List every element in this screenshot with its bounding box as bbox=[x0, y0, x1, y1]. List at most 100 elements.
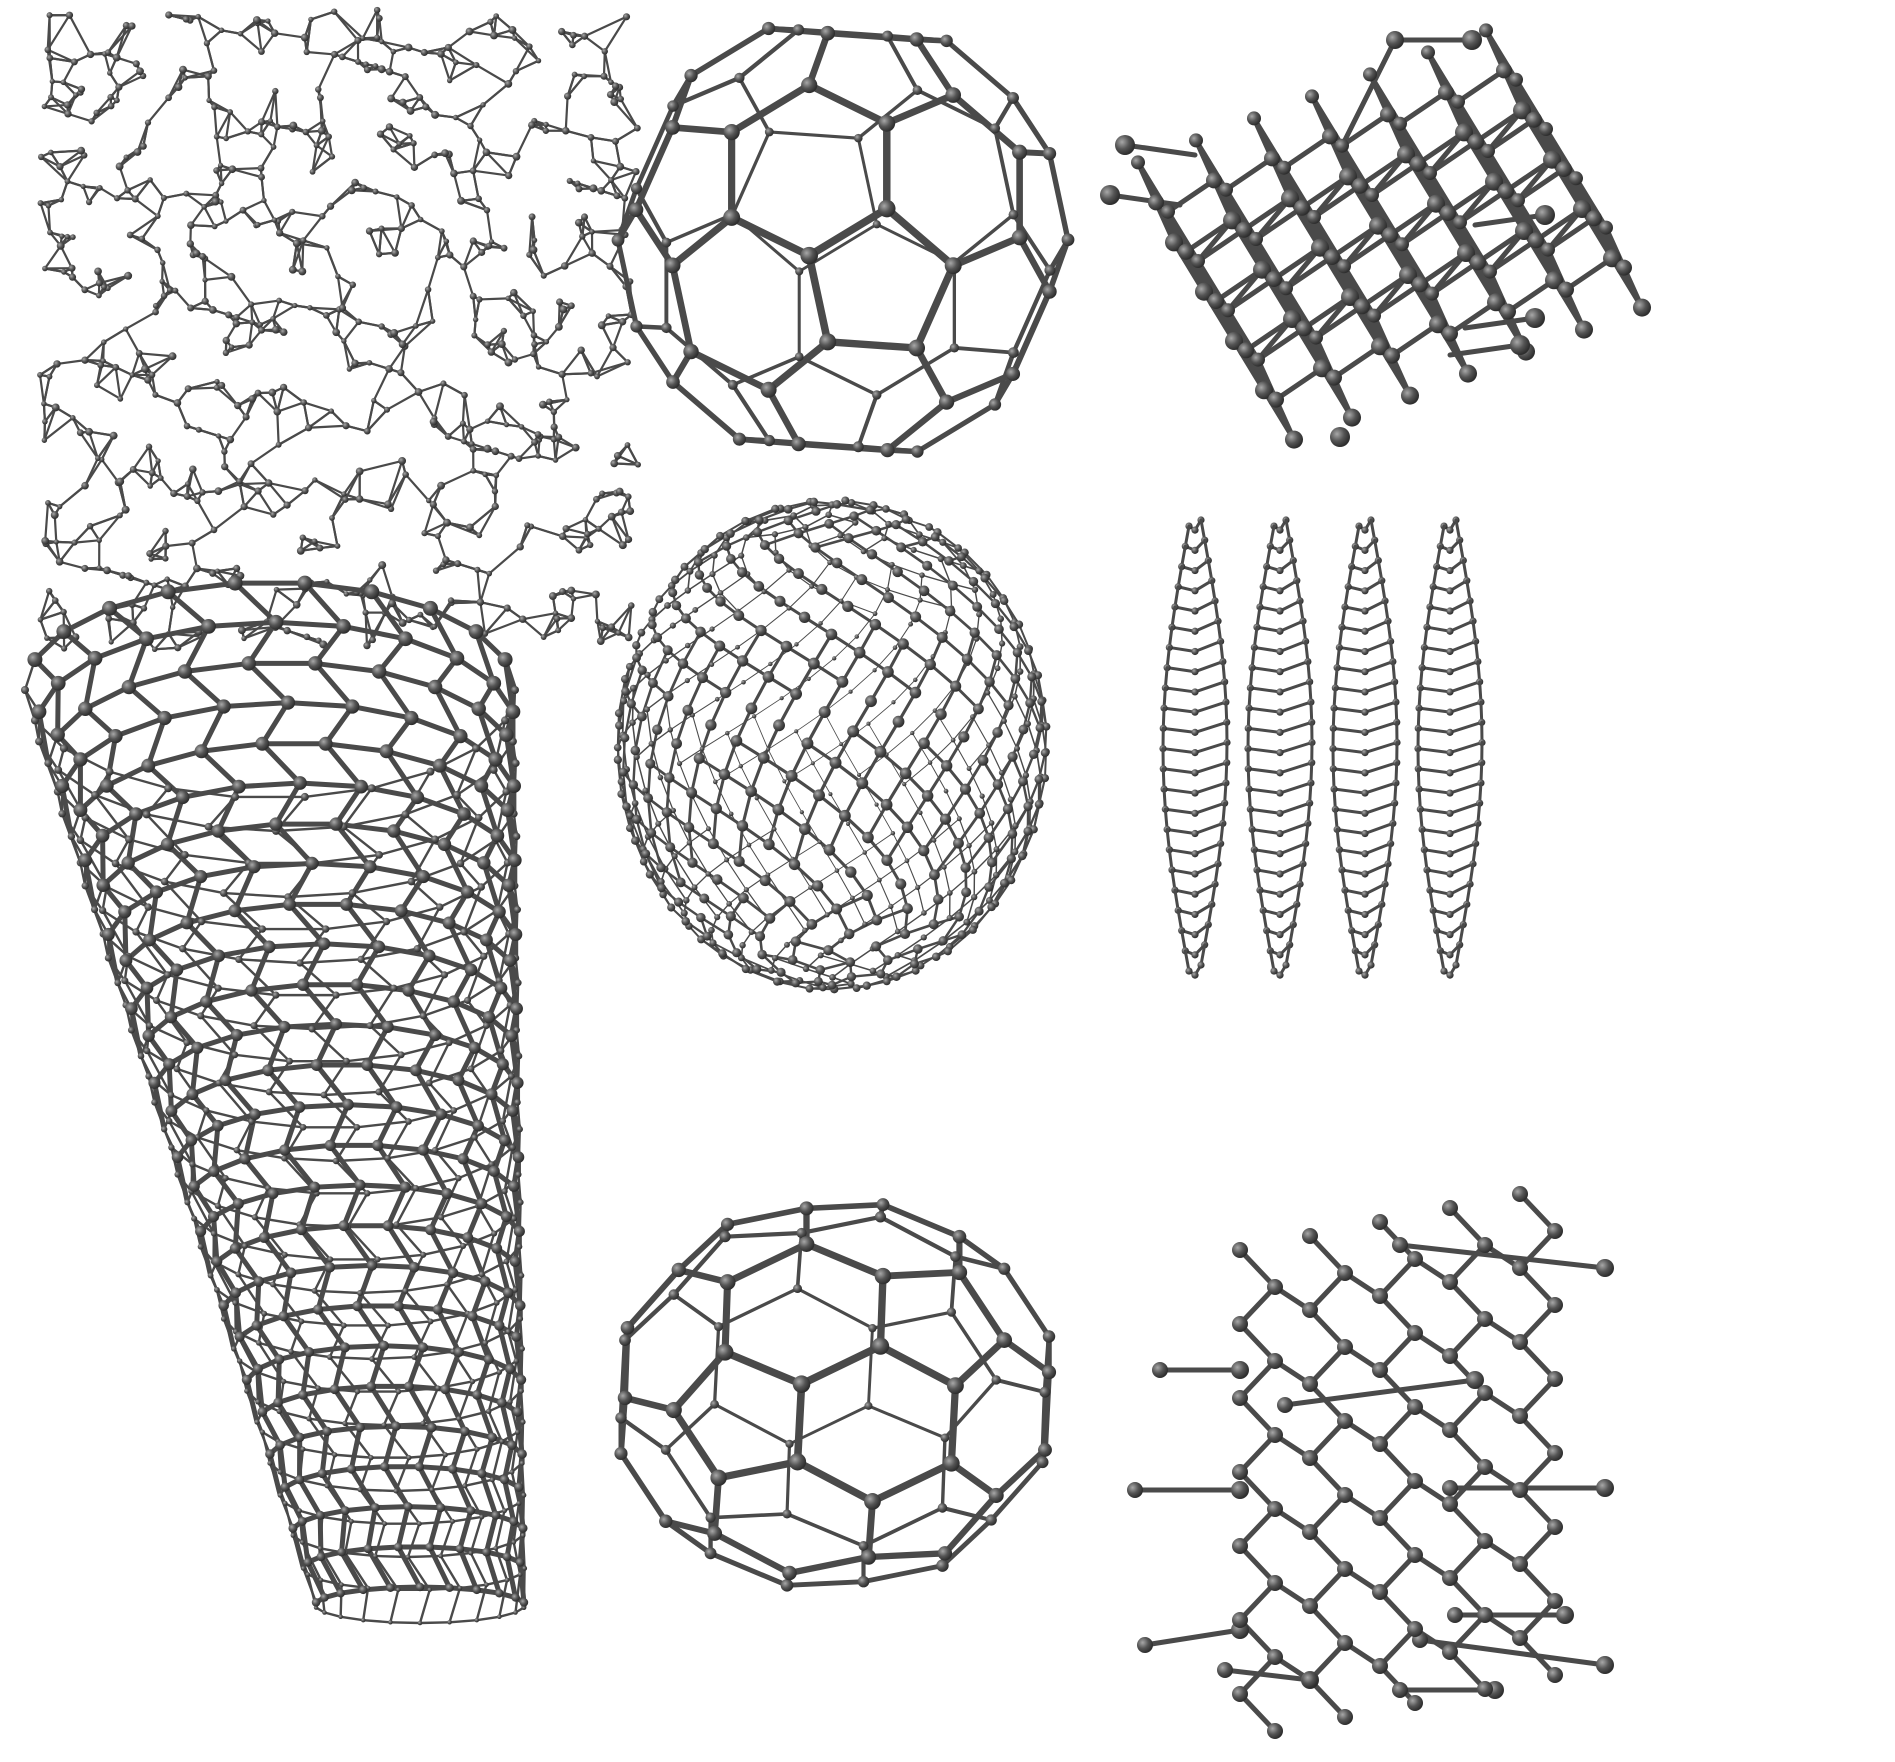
atom bbox=[564, 397, 570, 403]
bond bbox=[687, 573, 714, 592]
atom bbox=[931, 952, 941, 962]
bond bbox=[1278, 639, 1308, 653]
bond bbox=[1193, 821, 1225, 836]
atom bbox=[587, 370, 595, 377]
atom bbox=[240, 503, 248, 511]
atom bbox=[41, 437, 48, 443]
bond bbox=[774, 526, 807, 536]
atom bbox=[97, 185, 103, 191]
atom bbox=[723, 124, 740, 141]
atom bbox=[199, 489, 206, 496]
atom bbox=[671, 853, 678, 860]
bond bbox=[756, 797, 775, 830]
atom bbox=[915, 531, 923, 539]
atom bbox=[959, 562, 967, 570]
atom bbox=[1367, 961, 1375, 969]
atom bbox=[49, 78, 55, 85]
atom bbox=[308, 16, 314, 23]
atom bbox=[387, 94, 395, 103]
bond bbox=[630, 669, 644, 705]
atom bbox=[716, 531, 725, 540]
atom bbox=[801, 76, 818, 94]
atom bbox=[1276, 769, 1284, 777]
atom bbox=[920, 934, 927, 941]
atom bbox=[620, 675, 630, 684]
atom bbox=[302, 128, 310, 136]
atom bbox=[50, 511, 59, 520]
bond bbox=[903, 783, 921, 814]
bond bbox=[1363, 680, 1397, 694]
bond bbox=[634, 839, 651, 876]
atom bbox=[921, 910, 927, 916]
atom bbox=[223, 135, 230, 142]
atom bbox=[715, 596, 726, 607]
atom bbox=[1539, 122, 1553, 136]
atom bbox=[398, 340, 407, 349]
bond bbox=[833, 636, 858, 659]
bond bbox=[197, 15, 208, 45]
atom bbox=[1510, 335, 1530, 355]
atom bbox=[147, 483, 153, 489]
atom bbox=[360, 184, 367, 192]
bond bbox=[810, 887, 828, 916]
atom bbox=[987, 902, 996, 912]
bond bbox=[185, 192, 206, 208]
atom bbox=[484, 341, 491, 349]
atom bbox=[795, 267, 804, 276]
bond bbox=[646, 694, 667, 711]
atom bbox=[218, 27, 225, 34]
atom bbox=[526, 251, 533, 258]
atom bbox=[686, 840, 693, 846]
atom bbox=[780, 640, 793, 653]
bond bbox=[570, 589, 597, 596]
atom bbox=[845, 866, 857, 878]
atom bbox=[1487, 293, 1505, 312]
bond bbox=[687, 628, 713, 647]
bond bbox=[804, 513, 830, 528]
atom bbox=[469, 237, 477, 245]
atom bbox=[712, 779, 718, 785]
atom bbox=[372, 63, 379, 69]
atom bbox=[1528, 232, 1544, 249]
bond bbox=[812, 743, 842, 764]
bond bbox=[892, 832, 908, 862]
atom bbox=[46, 12, 53, 19]
atom bbox=[434, 533, 441, 540]
atom bbox=[1191, 647, 1199, 656]
atom bbox=[894, 952, 901, 959]
bond bbox=[207, 75, 211, 102]
bond bbox=[436, 230, 443, 259]
atom bbox=[668, 588, 678, 598]
bond bbox=[1363, 660, 1395, 674]
atom bbox=[726, 529, 735, 538]
atom bbox=[892, 972, 901, 981]
bond bbox=[949, 870, 976, 894]
atom bbox=[827, 980, 837, 990]
atom bbox=[1341, 288, 1359, 306]
atom bbox=[809, 497, 819, 506]
atom bbox=[599, 490, 606, 497]
atom bbox=[1008, 209, 1019, 220]
atom bbox=[384, 500, 392, 508]
bond bbox=[267, 481, 289, 507]
atom bbox=[560, 262, 569, 270]
bond bbox=[883, 91, 957, 127]
atom bbox=[1305, 89, 1319, 104]
bond bbox=[633, 323, 676, 385]
bond bbox=[1273, 365, 1325, 403]
bond bbox=[795, 711, 825, 732]
atom bbox=[619, 697, 628, 705]
atom bbox=[702, 931, 712, 941]
atom bbox=[862, 981, 871, 990]
atom bbox=[1421, 45, 1435, 60]
bond bbox=[1371, 281, 1423, 319]
bond bbox=[46, 48, 76, 64]
bond bbox=[203, 275, 233, 281]
atom bbox=[594, 373, 600, 380]
bond bbox=[153, 646, 179, 651]
bond bbox=[276, 386, 285, 413]
atom bbox=[577, 346, 585, 354]
bond bbox=[691, 714, 703, 750]
bond bbox=[286, 489, 307, 507]
atom bbox=[1178, 243, 1194, 260]
